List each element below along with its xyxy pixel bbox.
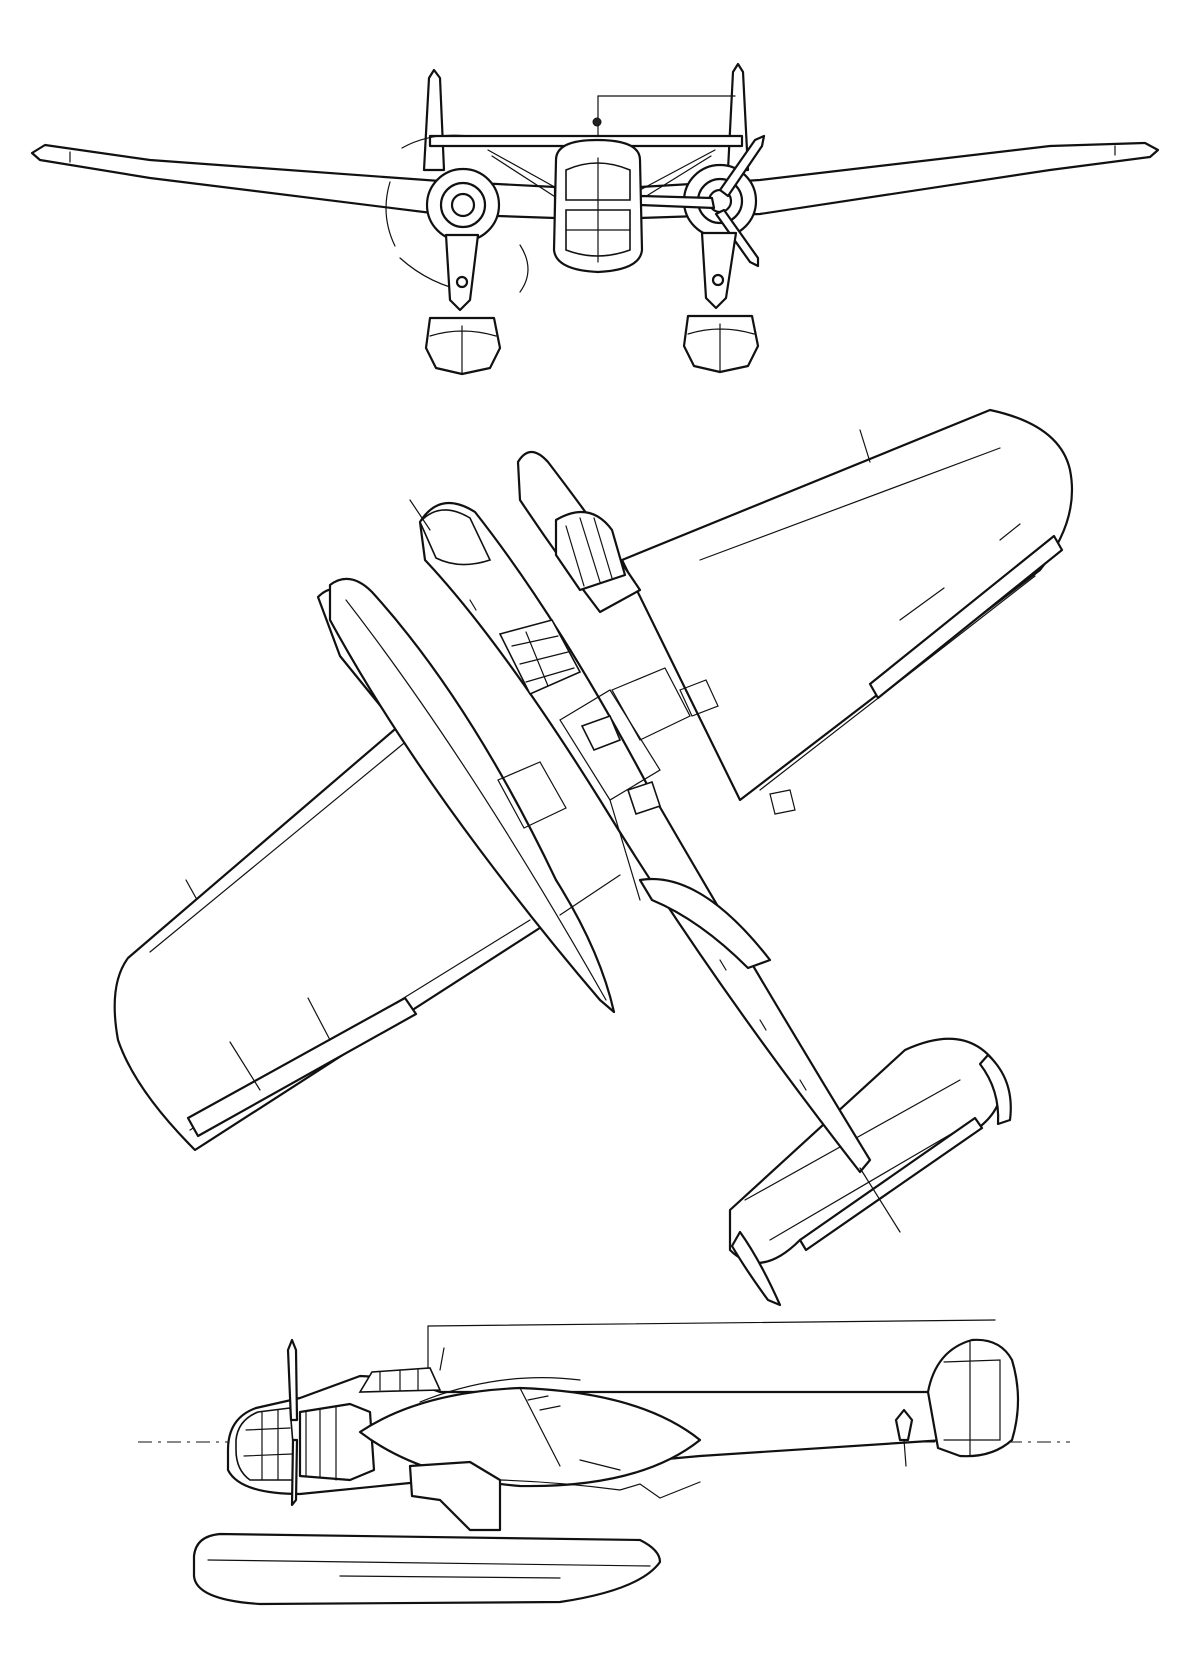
front-engine-right — [632, 134, 766, 268]
front-view — [30, 62, 1160, 376]
side-antenna-wire — [427, 1319, 996, 1327]
plan-float-left — [328, 577, 616, 1014]
front-float-strut-left — [444, 233, 480, 312]
plan-view — [113, 408, 1074, 1307]
plan-fin-cap-left — [730, 1230, 782, 1307]
front-cabane-struts — [487, 149, 716, 201]
side-float-strut — [408, 1460, 502, 1532]
side-propeller — [286, 1338, 299, 1507]
side-tail-fin — [926, 1338, 1020, 1458]
plan-tailplane — [728, 1037, 1004, 1264]
plan-wing-right — [620, 408, 1074, 802]
side-float — [192, 1532, 662, 1606]
plan-aileron-right — [868, 534, 1064, 700]
plan-aileron-left — [186, 996, 418, 1138]
front-float-left — [424, 316, 502, 376]
plan-gunner-position — [580, 714, 622, 752]
propeller-disc-arcs — [385, 134, 529, 293]
plan-fin-cap-right — [978, 1053, 1012, 1126]
side-view — [138, 1319, 1070, 1606]
plan-float-right — [638, 877, 772, 970]
front-gun-ring — [592, 117, 602, 127]
plan-nose-glazing — [419, 509, 492, 566]
front-wing-aileron-lines — [69, 145, 1116, 163]
plan-hatch — [611, 667, 691, 741]
plan-cockpit-glazing — [498, 619, 582, 696]
side-engine-nacelle — [298, 1402, 376, 1482]
side-tail-wheel — [894, 1408, 914, 1442]
front-float-right — [682, 314, 760, 374]
side-gun — [439, 1347, 445, 1371]
front-fin-left — [422, 68, 446, 172]
plan-wing-left — [113, 710, 562, 1152]
front-float-strut-right — [700, 231, 738, 310]
plan-elevator — [798, 1116, 984, 1252]
